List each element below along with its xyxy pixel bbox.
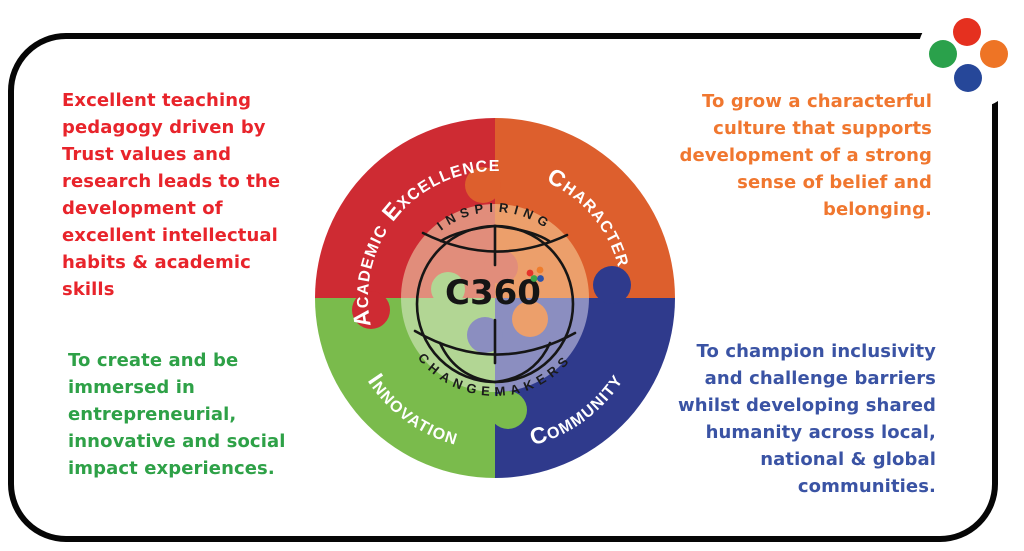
puzzle-knob-innovation-bottom xyxy=(489,391,527,429)
center-mini-dots-logo xyxy=(526,266,544,282)
logo-dot-red xyxy=(953,18,981,46)
hub-quadrant-character xyxy=(495,204,589,298)
hub-knob-innovation xyxy=(431,272,465,306)
logo-dot-green xyxy=(929,40,957,68)
c360-dots-logo xyxy=(917,3,1023,109)
hub-knob-academic xyxy=(484,250,518,284)
puzzle-knob-academic-left xyxy=(352,291,390,329)
puzzle-knob-community-right xyxy=(593,266,631,304)
center-dot-blue xyxy=(537,275,544,282)
hub-quadrant-academic xyxy=(401,204,495,298)
description-innovation: To create and be immersed in entrepreneu… xyxy=(68,350,286,479)
c360-values-wheel: INSPIRING CHANGEMAKERS C360 Academic Exc… xyxy=(315,118,675,478)
hub-knob-character xyxy=(512,301,548,337)
description-character: To grow a characterful culture that supp… xyxy=(679,91,932,220)
description-community: To champion inclusivity and challenge ba… xyxy=(677,341,936,497)
center-dot-orange xyxy=(536,266,544,274)
center-dot-red xyxy=(526,269,534,277)
logo-background-circle xyxy=(917,3,1023,109)
logo-dot-orange xyxy=(980,40,1008,68)
globe-icon xyxy=(413,224,577,384)
description-academic-excellence: Excellent teaching pedagogy driven by Tr… xyxy=(62,90,281,300)
logo-dot-blue xyxy=(954,64,982,92)
center-logo-text: C360 xyxy=(445,273,541,313)
hub-knob-community xyxy=(467,317,503,353)
center-dot-green xyxy=(530,275,538,282)
puzzle-knob-character-top xyxy=(465,167,501,203)
